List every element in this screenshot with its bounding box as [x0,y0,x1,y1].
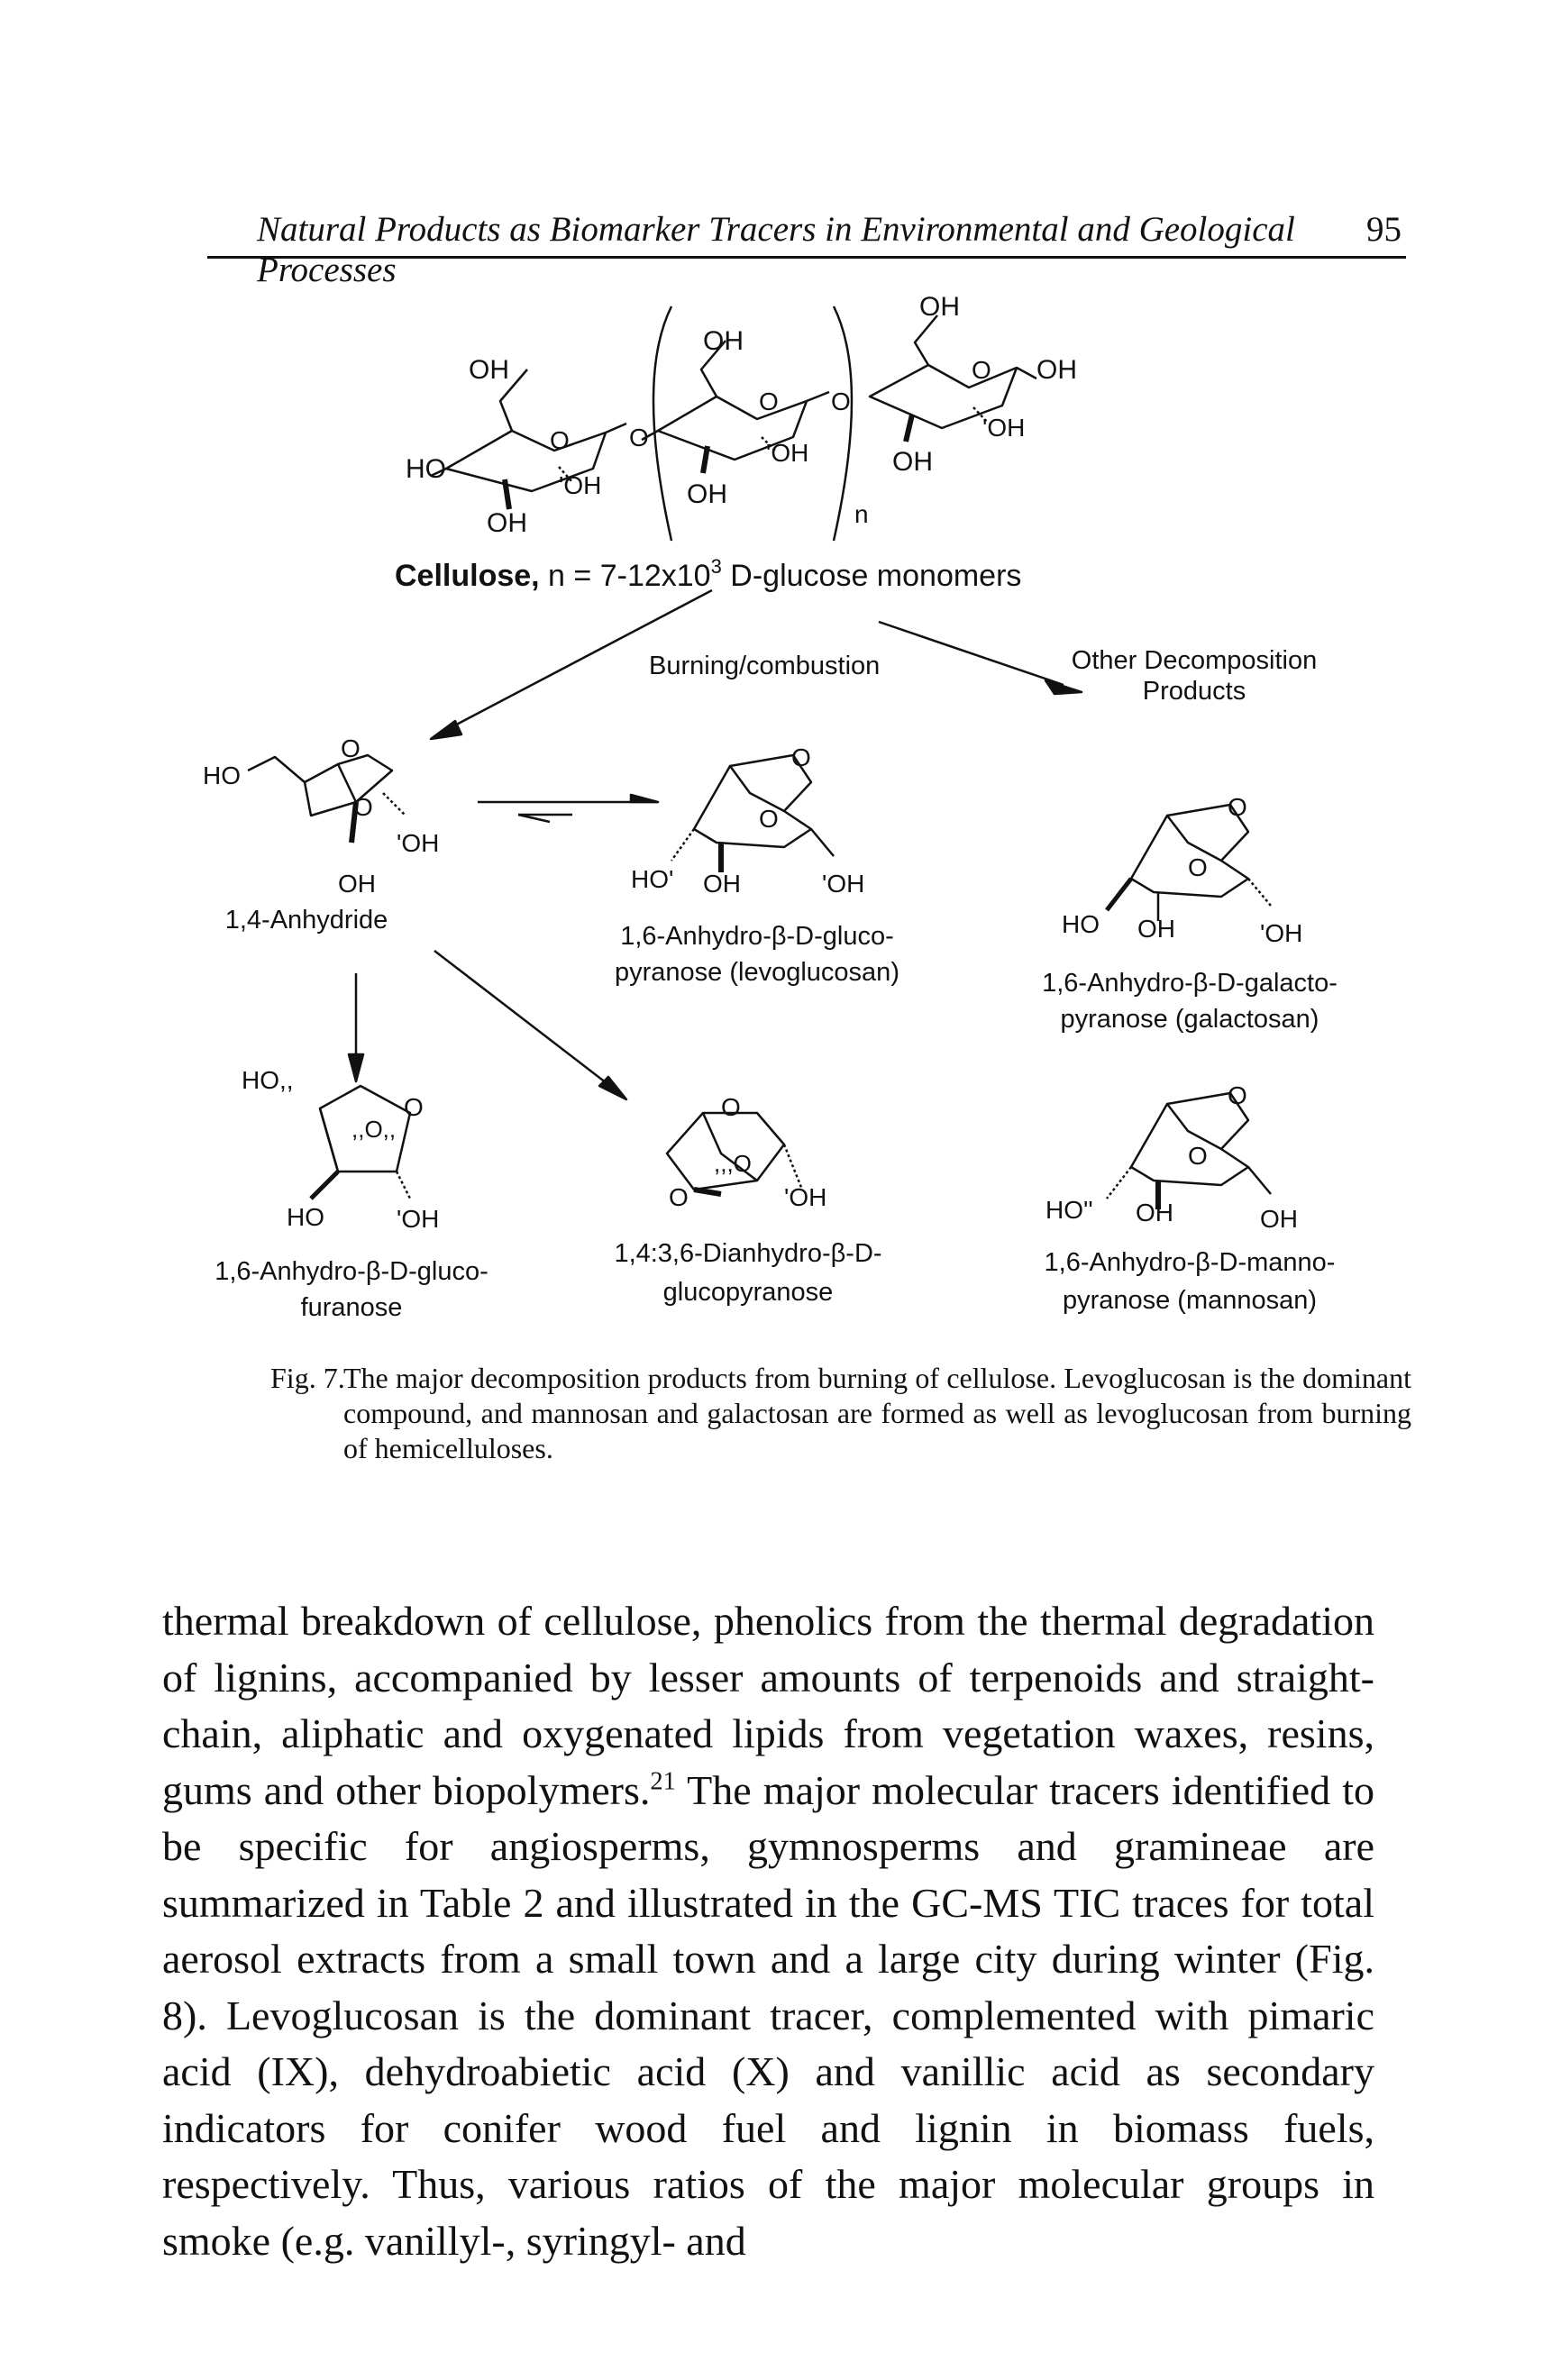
svg-text:O: O [1188,1142,1208,1170]
svg-text:OH: OH [338,870,376,898]
header-rule [207,256,1406,259]
svg-text:'OH: 'OH [1260,919,1302,947]
body-text-part1: thermal breakdown of cellulose, phenolic… [162,1598,1374,1813]
svg-text:'OH: 'OH [982,414,1025,442]
svg-text:HO: HO [287,1203,324,1231]
svg-text:HO: HO [203,761,241,789]
svg-text:O: O [404,1093,424,1121]
svg-text:OH: OH [487,508,527,538]
structure-levoglucosan [670,753,835,872]
svg-text:O: O [550,426,570,454]
svg-text:HO,,: HO,, [242,1066,294,1094]
structure-mannosan [1106,1091,1272,1209]
body-paragraph: thermal breakdown of cellulose, phenolic… [162,1593,1374,2269]
anhydride-14-label: 1,4-Anhydride [225,906,388,935]
body-text-part2: The major molecular tracers identified t… [162,1766,1375,2264]
svg-text:OH: OH [1260,1205,1298,1233]
caption-text: The major decomposition products from bu… [343,1362,1411,1464]
svg-text:O: O [629,424,649,451]
svg-text:HO: HO [1062,910,1100,938]
citation-ref: 21 [650,1767,676,1796]
svg-text:HO': HO' [631,865,673,893]
glucose-ring-right [868,315,1037,442]
other-products-line1: Other Decomposition [1072,646,1317,675]
svg-text:O: O [721,1093,741,1121]
galactosan-line2: pyranose (galactosan) [1061,1005,1319,1034]
svg-text:OH: OH [892,447,933,477]
arrow-to-14-anhydride [445,588,713,732]
arrow-to-dianhydro [434,950,623,1096]
svg-text:'OH: 'OH [784,1183,826,1211]
svg-text:O: O [1188,853,1208,881]
svg-text:OH: OH [687,479,727,509]
svg-text:'OH: 'OH [397,1205,439,1233]
svg-text:OH: OH [1036,355,1077,385]
svg-text:OH: OH [1136,1199,1173,1226]
svg-text:OH: OH [919,292,960,322]
caption-label: Fig. 7. [270,1362,345,1394]
other-products-line2: Products [1143,677,1246,706]
galactosan-line1: 1,6-Anhydro-β-D-galacto- [1042,969,1338,998]
cellulose-exponent: 3 [711,555,722,578]
svg-text:O: O [341,734,361,762]
svg-text:Cellulose, n = 7-12x103 D-gluc: Cellulose, n = 7-12x103 D-glucose monome… [395,555,1021,593]
svg-text:O: O [1228,1081,1247,1109]
svg-text:O: O [353,793,373,821]
glucose-ring-middle [641,340,830,474]
dianhydro-line2: glucopyranose [663,1278,834,1307]
glucofuranose-line2: furanose [301,1293,403,1322]
cellulose-label: Cellulose, [395,559,540,593]
glucose-ring-left [430,369,627,510]
polymer-bracket-left [652,305,673,542]
svg-text:O: O [759,388,779,415]
svg-text:O: O [791,743,811,771]
svg-text:OH: OH [703,326,744,356]
cellulose-formula: n = 7-12x10 [540,559,711,593]
svg-text:HO'': HO'' [1045,1196,1093,1224]
structure-14-anhydride [247,753,406,843]
svg-text:OH: OH [469,355,509,385]
arrow-to-other-products [878,620,1064,687]
svg-text:HO: HO [406,454,446,484]
dianhydro-line1: 1,4:3,6-Dianhydro-β-D- [614,1239,881,1268]
page-number: 95 [1366,210,1401,249]
svg-text:O: O [1228,793,1247,821]
structure-galactosan [1105,803,1272,921]
structure-glucofuranose [309,1084,412,1200]
cellulose-monomers: D-glucose monomers [722,559,1022,593]
levoglucosan-line1: 1,6-Anhydro-β-D-gluco- [620,922,894,951]
svg-text:'OH: 'OH [766,439,808,467]
levoglucosan-line2: pyranose (levoglucosan) [615,958,899,987]
svg-text:O: O [759,805,779,833]
svg-text:'OH: 'OH [559,471,601,499]
svg-text:,,,O: ,,,O [714,1150,752,1177]
mannosan-line1: 1,6-Anhydro-β-D-manno- [1045,1248,1336,1277]
glucofuranose-line1: 1,6-Anhydro-β-D-gluco- [215,1257,488,1286]
svg-text:O: O [831,388,851,415]
svg-text:O: O [972,356,991,384]
polymer-n: n [854,500,869,528]
figure-7-scheme: OH HO O 'OH OH O OH O 'OH OH O OH O OH '… [203,292,1338,1322]
svg-text:,,O,,: ,,O,, [352,1116,396,1143]
svg-text:'OH: 'OH [822,870,864,898]
svg-text:OH: OH [1137,915,1175,943]
structure-dianhydro [665,1111,804,1197]
polymer-bracket-right [832,305,854,542]
svg-text:OH: OH [703,870,741,898]
mannosan-line2: pyranose (mannosan) [1063,1286,1317,1315]
burning-label: Burning/combustion [649,652,880,680]
svg-text:O: O [669,1183,689,1211]
svg-text:'OH: 'OH [397,829,439,857]
